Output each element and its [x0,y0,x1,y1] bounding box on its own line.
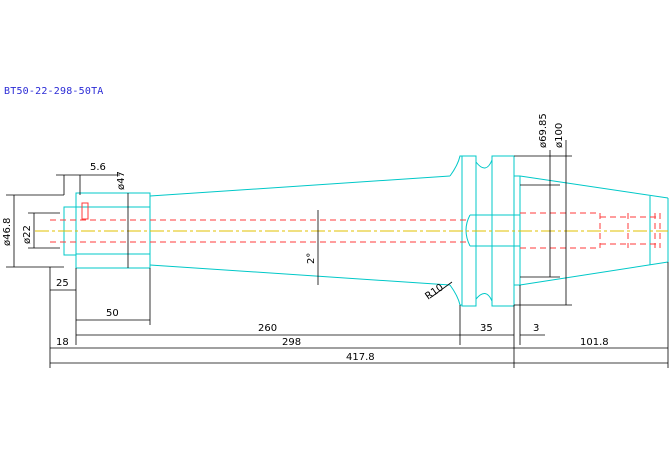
dim-25: 25 [56,278,69,289]
drawing-title: BT50-22-298-50TA [4,86,104,97]
dimensions [6,140,669,368]
dim-260: 260 [258,323,277,334]
dimension-labels: 5.6 ø47 ø46.8 ø22 25 50 2° R10 ø69.85 ø1… [2,113,609,363]
dim-d22: ø22 [22,225,33,244]
dim-18: 18 [56,337,69,348]
dim-r10: R10 [423,282,445,302]
dim-101-8: 101.8 [580,337,609,348]
dim-5-6: 5.6 [90,162,106,173]
dim-3: 3 [533,323,539,334]
dim-d47: ø47 [116,171,127,190]
dim-d69-85: ø69.85 [538,113,549,148]
dim-2deg: 2° [306,253,317,264]
dim-298: 298 [282,337,301,348]
dim-d46-8: ø46.8 [2,218,13,246]
hidden-lines [50,202,661,249]
dim-50: 50 [106,308,119,319]
dim-417-8: 417.8 [346,352,375,363]
set-screw [81,202,89,220]
part-outline [63,155,669,307]
dim-d100: ø100 [554,123,565,148]
dim-35: 35 [480,323,493,334]
